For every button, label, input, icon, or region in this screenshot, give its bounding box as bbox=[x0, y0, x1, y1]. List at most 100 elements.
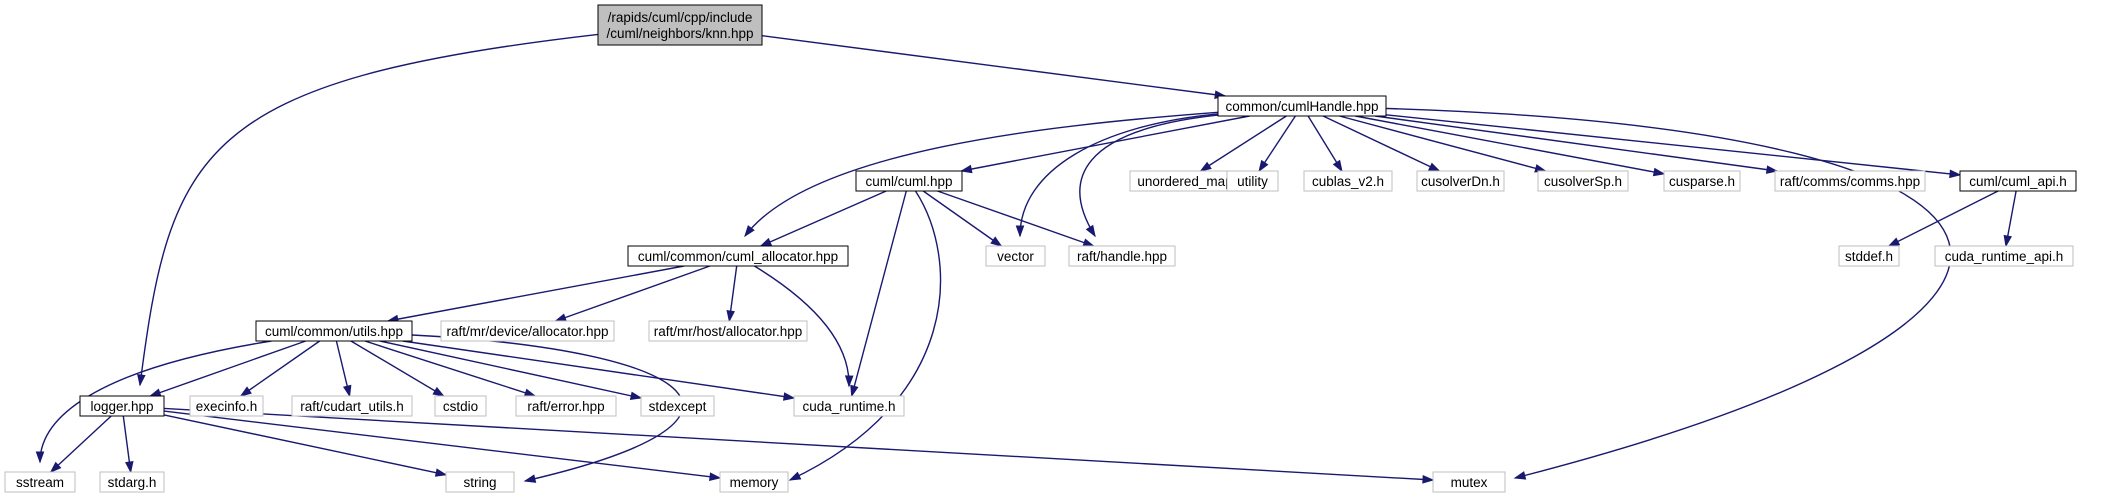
edge-cuml_hpp-to-raft_handle bbox=[937, 190, 1094, 247]
edge-cumlHandle-to-cublas bbox=[1307, 115, 1343, 172]
dependency-edges bbox=[35, 33, 2017, 484]
node-box-allocator bbox=[627, 245, 849, 267]
node-stdarg: stdarg.h bbox=[99, 471, 165, 493]
node-allocator[interactable]: cuml/common/cuml_allocator.hpp bbox=[627, 245, 849, 267]
node-box-stdarg bbox=[99, 471, 165, 493]
edge-utils-to-stdexcept bbox=[379, 340, 642, 399]
node-box-raft_handle bbox=[1068, 245, 1176, 267]
edge-utils-to-logger bbox=[150, 340, 306, 397]
edge-cumlHandle-to-cuml_api bbox=[1385, 114, 1961, 176]
node-cumlHandle[interactable]: common/cumlHandle.hpp bbox=[1217, 95, 1387, 117]
node-logger[interactable]: logger.hpp bbox=[79, 395, 165, 417]
node-box-cusolverDn bbox=[1416, 170, 1505, 192]
arrowhead-knn-to-logger bbox=[137, 374, 146, 387]
edge-cumlHandle-to-utility bbox=[1258, 115, 1296, 172]
node-unordered_map: unordered_map bbox=[1129, 170, 1241, 192]
edge-cumlHandle-to-raft_handle bbox=[1079, 114, 1219, 237]
edge-utils-to-cstdio bbox=[350, 340, 444, 397]
arrowhead-cuml_hpp-to-allocator bbox=[759, 237, 773, 247]
arrowhead-cuml_api-to-stddef bbox=[1887, 237, 1901, 247]
arrowhead-cuml_hpp-to-vector bbox=[990, 236, 1003, 247]
node-host_alloc: raft/mr/host/allocator.hpp bbox=[648, 320, 808, 342]
edge-cuml_hpp-to-allocator bbox=[760, 190, 887, 247]
arrowhead-cumlHandle-to-utility bbox=[1258, 159, 1269, 173]
edge-allocator-to-device_alloc bbox=[555, 265, 711, 322]
node-cudart_utils: raft/cudart_utils.h bbox=[291, 395, 413, 417]
node-label-cuml_hpp: cuml/cuml.hpp bbox=[865, 174, 952, 189]
node-box-string bbox=[445, 471, 515, 493]
node-raft_error: raft/error.hpp bbox=[515, 395, 617, 417]
node-box-memory bbox=[719, 471, 789, 493]
node-label-execinfo: execinfo.h bbox=[196, 399, 258, 414]
node-label-cumlHandle: common/cumlHandle.hpp bbox=[1225, 99, 1378, 114]
node-label-cuda_runtime: cuda_runtime.h bbox=[802, 399, 895, 414]
arrowhead-cumlHandle-to-cuml_api bbox=[1949, 169, 1962, 179]
node-label-raft_handle: raft/handle.hpp bbox=[1077, 249, 1167, 264]
node-box-knn bbox=[597, 4, 763, 46]
node-label-sstream: sstream bbox=[16, 475, 64, 490]
node-label-cusolverSp: cusolverSp.h bbox=[1544, 174, 1622, 189]
arrowhead-cumlHandle-to-cublas bbox=[1332, 159, 1343, 173]
node-cuml_api[interactable]: cuml/cuml_api.h bbox=[1959, 170, 2077, 192]
node-box-cuml_api bbox=[1959, 170, 2077, 192]
node-box-cstdio bbox=[434, 395, 487, 417]
node-label-logger: logger.hpp bbox=[90, 399, 153, 414]
file-nodes: /rapids/cuml/cpp/include/cuml/neighbors/… bbox=[4, 4, 2077, 493]
node-box-cusparse bbox=[1663, 170, 1741, 192]
node-utility: utility bbox=[1226, 170, 1279, 192]
node-box-mutex bbox=[1432, 471, 1506, 493]
node-box-utility bbox=[1226, 170, 1279, 192]
arrowhead-logger-to-memory bbox=[709, 472, 722, 481]
edge-cumlHandle-to-cusolverSp bbox=[1339, 115, 1546, 172]
node-label-host_alloc: raft/mr/host/allocator.hpp bbox=[654, 324, 803, 339]
arrowhead-utils-to-cstdio bbox=[432, 386, 445, 397]
arrowhead-cuml_hpp-to-memory bbox=[788, 471, 802, 481]
arrowhead-cumlHandle-to-unordered_map bbox=[1199, 161, 1212, 172]
edge-logger-to-memory bbox=[163, 410, 721, 479]
node-box-cudart_utils bbox=[291, 395, 413, 417]
node-vector: vector bbox=[985, 245, 1046, 267]
node-cusparse: cusparse.h bbox=[1663, 170, 1741, 192]
edge-utils-to-execinfo bbox=[240, 340, 321, 397]
node-label-cusparse: cusparse.h bbox=[1669, 174, 1735, 189]
arrowhead-cumlHandle-to-comms bbox=[1765, 165, 1779, 174]
node-label-comms: raft/comms/comms.hpp bbox=[1780, 174, 1920, 189]
edge-cuml_hpp-to-memory bbox=[789, 190, 942, 481]
node-cuml_hpp[interactable]: cuml/cuml.hpp bbox=[855, 170, 963, 192]
edge-cumlHandle-to-cuml_hpp bbox=[961, 115, 1250, 172]
node-label-cublas: cublas_v2.h bbox=[1312, 174, 1384, 189]
edge-cumlHandle-to-mutex bbox=[1385, 107, 1952, 479]
arrowhead-utils-to-cudart_utils bbox=[342, 384, 352, 398]
node-box-device_alloc bbox=[440, 320, 615, 342]
arrowhead-utils-to-logger bbox=[148, 388, 162, 397]
edge-logger-to-string bbox=[163, 414, 447, 476]
arrowhead-allocator-to-host_alloc bbox=[726, 310, 735, 323]
arrowhead-cumlHandle-to-raft_handle bbox=[1085, 224, 1096, 238]
node-box-comms bbox=[1774, 170, 1926, 192]
node-memory: memory bbox=[719, 471, 789, 493]
node-knn[interactable]: /rapids/cuml/cpp/include/cuml/neighbors/… bbox=[597, 4, 763, 46]
edge-cuml_api-to-stddef bbox=[1888, 190, 1999, 247]
node-label-knn: /rapids/cuml/cpp/include bbox=[608, 10, 753, 25]
node-mutex: mutex bbox=[1432, 471, 1506, 493]
arrowhead-cuml_api-to-cuda_runtime_api bbox=[2003, 234, 2012, 248]
edge-cumlHandle-to-cusparse bbox=[1355, 115, 1665, 175]
edge-logger-to-mutex bbox=[163, 407, 1434, 481]
arrowhead-logger-to-stdarg bbox=[125, 461, 134, 474]
arrowhead-logger-to-mutex bbox=[1422, 475, 1435, 484]
node-label-cusolverDn: cusolverDn.h bbox=[1421, 174, 1500, 189]
node-label-cstdio: cstdio bbox=[443, 399, 478, 414]
arrowhead-utils-to-stdexcept bbox=[629, 391, 643, 400]
arrowhead-cumlHandle-to-allocator bbox=[744, 225, 755, 238]
edge-logger-to-sstream bbox=[50, 415, 112, 473]
edge-cuml_hpp-to-vector bbox=[922, 190, 1002, 247]
node-execinfo: execinfo.h bbox=[189, 395, 264, 417]
node-comms: raft/comms/comms.hpp bbox=[1774, 170, 1926, 192]
edge-utils-to-cuda_runtime bbox=[402, 340, 795, 399]
arrowhead-cumlHandle-to-mutex bbox=[1513, 471, 1527, 480]
edge-knn-to-logger bbox=[139, 33, 599, 386]
node-utils[interactable]: cuml/common/utils.hpp bbox=[255, 320, 413, 342]
node-label-utils: cuml/common/utils.hpp bbox=[265, 324, 403, 339]
node-string: string bbox=[445, 471, 515, 493]
node-cuda_runtime_api: cuda_runtime_api.h bbox=[1934, 245, 2074, 267]
